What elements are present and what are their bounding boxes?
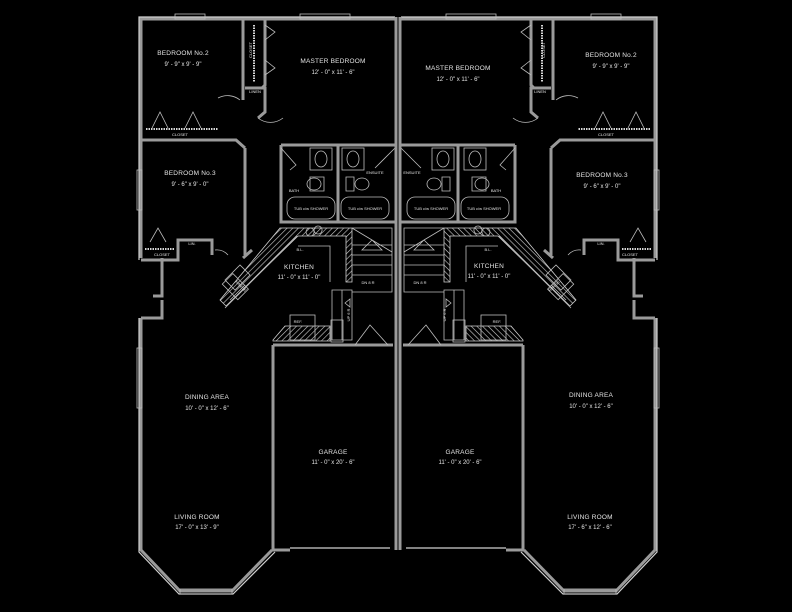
stairs-up-label: UP 6 R bbox=[346, 308, 351, 321]
linen-label: LINEN bbox=[249, 89, 261, 94]
lin-label: LIN. bbox=[597, 241, 604, 246]
bl-label: B.L. bbox=[296, 247, 303, 252]
ref-label: REF. bbox=[493, 319, 502, 324]
room-dims-dining: 10' - 0" x 12' - 6" bbox=[185, 406, 229, 412]
bl-label: B.L. bbox=[484, 247, 491, 252]
left-unit-walls bbox=[135, 12, 398, 596]
room-label-living: LIVING ROOM bbox=[567, 514, 613, 521]
room-dims-bedroom2: 9' - 9" x 9' - 9" bbox=[165, 62, 202, 68]
ref-label: REF. bbox=[294, 319, 303, 324]
room-dims-living: 17' - 6" x 12' - 6" bbox=[568, 525, 612, 531]
right-unit-walls bbox=[398, 12, 661, 596]
bath-label: BATH bbox=[289, 188, 299, 193]
room-dims-bedroom2: 9' - 9" x 9' - 9" bbox=[593, 64, 630, 70]
room-dims-bedroom3: 9' - 6" x 9' - 0" bbox=[172, 182, 209, 188]
room-label-master: MASTER BEDROOM bbox=[300, 58, 365, 65]
room-label-master: MASTER BEDROOM bbox=[425, 65, 490, 72]
closet-label: CLOSET bbox=[248, 41, 253, 58]
closet-label: CLOSET bbox=[622, 252, 639, 257]
room-label-living: LIVING ROOM bbox=[174, 514, 220, 521]
closet-label: CLOSET bbox=[154, 252, 171, 257]
room-label-dining: DINING AREA bbox=[185, 394, 230, 401]
room-dims-master: 12' - 0" x 11' - 6" bbox=[436, 77, 479, 83]
room-dims-master: 12' - 0" x 11' - 6" bbox=[311, 70, 354, 76]
tub-label: TUB c/w SHOWER bbox=[294, 206, 328, 211]
room-dims-garage: 11' - 0" x 20' - 6" bbox=[311, 460, 354, 466]
stairs-down-label: DN 8 R bbox=[413, 280, 426, 285]
room-label-bedroom2: BEDROOM No.2 bbox=[157, 50, 209, 57]
room-label-kitchen: KITCHEN bbox=[284, 264, 314, 271]
ensuite-label: ENSUITE bbox=[403, 170, 421, 175]
room-label-kitchen: KITCHEN bbox=[474, 263, 504, 270]
tub-label: TUB c/w SHOWER bbox=[348, 206, 382, 211]
closet-label: CLOSET bbox=[598, 132, 615, 137]
stairs-down-label: DN 8 R bbox=[361, 280, 374, 285]
room-dims-living: 17' - 0" x 13' - 9" bbox=[175, 525, 219, 531]
room-dims-kitchen: 11' - 0" x 11' - 0" bbox=[468, 274, 511, 280]
bath-label: BATH bbox=[491, 188, 501, 193]
left-unit-labels: BEDROOM No.2 9' - 9" x 9' - 9" MASTER BE… bbox=[154, 41, 384, 531]
room-label-bedroom2: BEDROOM No.2 bbox=[585, 52, 637, 59]
lin-label: LIN. bbox=[188, 241, 195, 246]
closet-label: CLOSET bbox=[172, 132, 189, 137]
linen-label: LINEN bbox=[534, 89, 546, 94]
right-unit-labels: BEDROOM No.2 9' - 9" x 9' - 9" MASTER BE… bbox=[403, 41, 638, 531]
room-label-bedroom3: BEDROOM No.3 bbox=[576, 172, 628, 179]
tub-label: TUB c/w SHOWER bbox=[467, 206, 501, 211]
room-dims-dining: 10' - 0" x 12' - 6" bbox=[569, 404, 613, 410]
room-label-bedroom3: BEDROOM No.3 bbox=[164, 170, 216, 177]
room-label-dining: DINING AREA bbox=[569, 392, 614, 399]
room-dims-garage: 11' - 0" x 20' - 6" bbox=[438, 460, 481, 466]
room-dims-kitchen: 11' - 0" x 11' - 0" bbox=[278, 275, 321, 281]
room-label-garage: GARAGE bbox=[318, 449, 347, 456]
closet-label: CLOSET bbox=[541, 41, 546, 58]
tub-label: TUB c/w SHOWER bbox=[414, 206, 448, 211]
room-label-garage: GARAGE bbox=[445, 449, 474, 456]
ensuite-label: ENSUITE bbox=[366, 170, 384, 175]
room-dims-bedroom3: 9' - 6" x 9' - 0" bbox=[584, 184, 621, 190]
stairs-up-label: UP 6 R bbox=[442, 308, 447, 321]
